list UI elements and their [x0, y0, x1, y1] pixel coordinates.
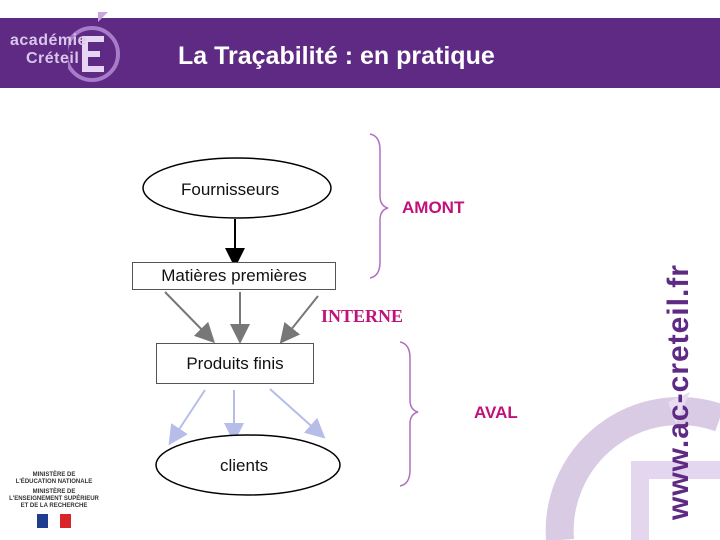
fournisseurs-label: Fournisseurs: [181, 180, 280, 199]
amont-brace: [369, 133, 389, 279]
logo-text-line1: académie: [10, 32, 87, 49]
logo-text-line2: Créteil: [26, 50, 80, 67]
arrow-matieres-produits-right: [279, 295, 319, 344]
matieres-premieres-label: Matières premières: [161, 266, 307, 285]
produits-finis-box: Produits finis: [156, 343, 314, 384]
republique-flag-icon: [37, 514, 71, 528]
academie-url: www.ac-creteil.fr: [662, 264, 695, 520]
academie-logo-icon: [68, 12, 120, 82]
ministry-line: MINISTÈRE DE: [32, 472, 76, 478]
arrow-produits-clients-right: [269, 388, 326, 439]
amont-label: AMONT: [402, 198, 465, 217]
aval-brace: [399, 341, 419, 487]
interne-label: INTERNE: [321, 306, 404, 326]
header-top-band: [0, 0, 720, 18]
matieres-premieres-box: Matières premières: [132, 262, 336, 290]
ministry-line: MINISTÈRE DE: [32, 489, 76, 495]
arrow-matieres-produits-left: [164, 291, 215, 344]
ministry-line: L'ÉDUCATION NATIONALE: [15, 479, 93, 485]
arrow-produits-clients-left: [168, 389, 206, 446]
aval-label: AVAL: [474, 403, 518, 422]
ministry-line: ET DE LA RECHERCHE: [20, 503, 88, 509]
ministry-line: L'ENSEIGNEMENT SUPÉRIEUR: [9, 496, 99, 502]
ministry-logo: MINISTÈRE DE L'ÉDUCATION NATIONALE MINIS…: [6, 472, 102, 531]
clients-ellipse: [155, 434, 341, 496]
fournisseurs-ellipse: [142, 157, 332, 219]
produits-finis-label: Produits finis: [186, 353, 284, 373]
page-title: La Traçabilité : en pratique: [178, 42, 495, 70]
clients-label: clients: [220, 456, 269, 475]
